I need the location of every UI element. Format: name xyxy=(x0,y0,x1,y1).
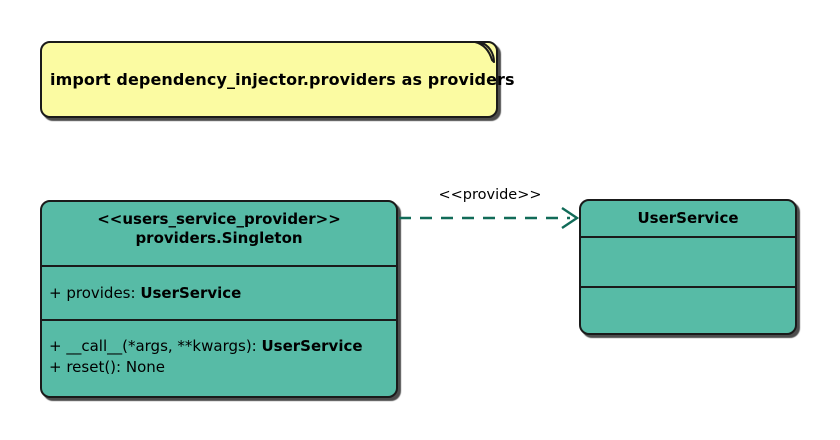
class-stereotype: <<users_service_provider>> xyxy=(97,210,341,228)
class-name: UserService xyxy=(637,209,739,227)
class-header: <<users_service_provider>> providers.Sin… xyxy=(42,202,396,267)
class-box-singleton: <<users_service_provider>> providers.Sin… xyxy=(40,200,398,398)
arrowhead-icon xyxy=(561,207,580,229)
attribute-row: + provides: UserService xyxy=(42,283,241,304)
attribute-text: + provides: xyxy=(49,283,141,302)
note-fold-icon xyxy=(474,41,495,63)
class-name: providers.Singleton xyxy=(135,229,303,247)
class-header: UserService xyxy=(581,201,795,238)
class-methods: + __call__(*args, **kwargs): UserService… xyxy=(42,321,396,378)
method-text: + reset(): None xyxy=(49,358,165,376)
method-text: + __call__(*args, **kwargs): xyxy=(49,337,262,355)
note-text: import dependency_injector.providers as … xyxy=(50,70,515,89)
class-attributes-empty xyxy=(581,238,795,288)
class-box-userservice: UserService xyxy=(579,199,797,335)
method-row: + reset(): None xyxy=(42,357,396,378)
import-note: import dependency_injector.providers as … xyxy=(40,41,515,118)
dependency-arrow xyxy=(399,207,580,229)
method-row: + __call__(*args, **kwargs): UserService xyxy=(42,336,396,357)
method-type: UserService xyxy=(261,337,363,355)
arrow-label: <<provide>> xyxy=(438,187,542,203)
class-attributes: + provides: UserService xyxy=(42,267,396,321)
class-methods-empty xyxy=(581,288,795,303)
attribute-type: UserService xyxy=(140,283,242,302)
